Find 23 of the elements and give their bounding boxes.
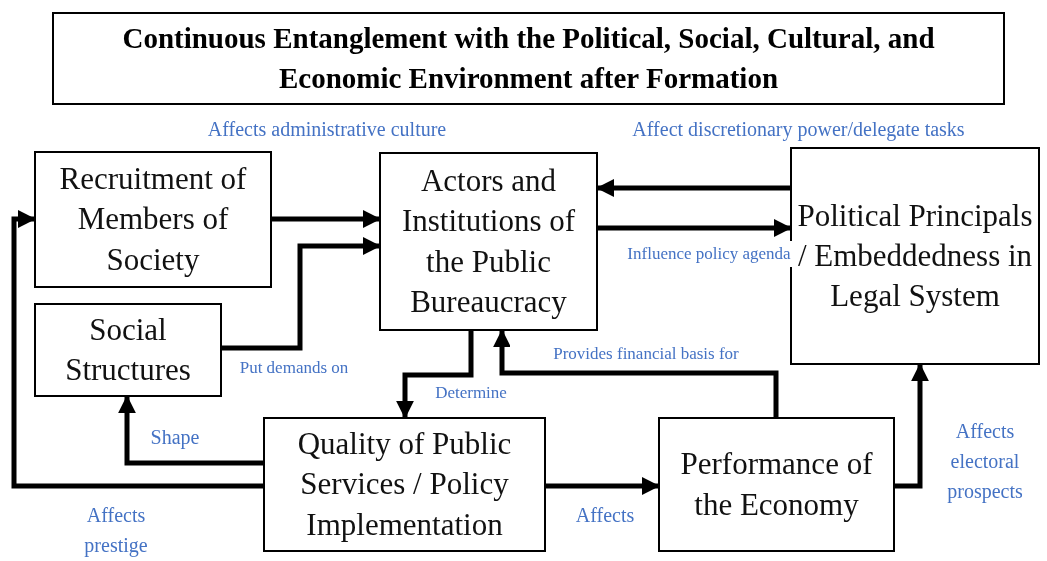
arrow <box>493 329 779 417</box>
arrow <box>118 395 263 466</box>
box-label: Recruitment of Members of Society <box>58 160 248 279</box>
arrow <box>598 219 792 237</box>
box-label: Performance of the Economy <box>679 445 874 524</box>
arrow <box>396 331 474 419</box>
box-label: Quality of Public Services / Policy Implementation <box>296 425 513 544</box>
edge-label: Influence policy agenda <box>626 241 792 267</box>
process-box <box>263 417 546 552</box>
arrow <box>272 210 381 228</box>
arrow <box>546 477 660 495</box>
process-box <box>34 151 272 288</box>
arrow <box>11 210 263 489</box>
process-box <box>34 303 222 397</box>
box-label: Political Principals / Embeddedness in Legal System <box>796 196 1034 316</box>
title: Continuous Entanglement with the Political, Social, Cultural, and Economic Environment after Formation <box>52 12 1005 105</box>
process-box <box>379 152 598 331</box>
box-label: Social Structures <box>64 310 192 389</box>
arrow <box>895 363 929 489</box>
box-label: Actors and Institutions of the Public Bureaucracy <box>400 161 577 321</box>
process-box <box>658 417 895 552</box>
process-box <box>790 147 1040 365</box>
arrow <box>222 237 381 351</box>
